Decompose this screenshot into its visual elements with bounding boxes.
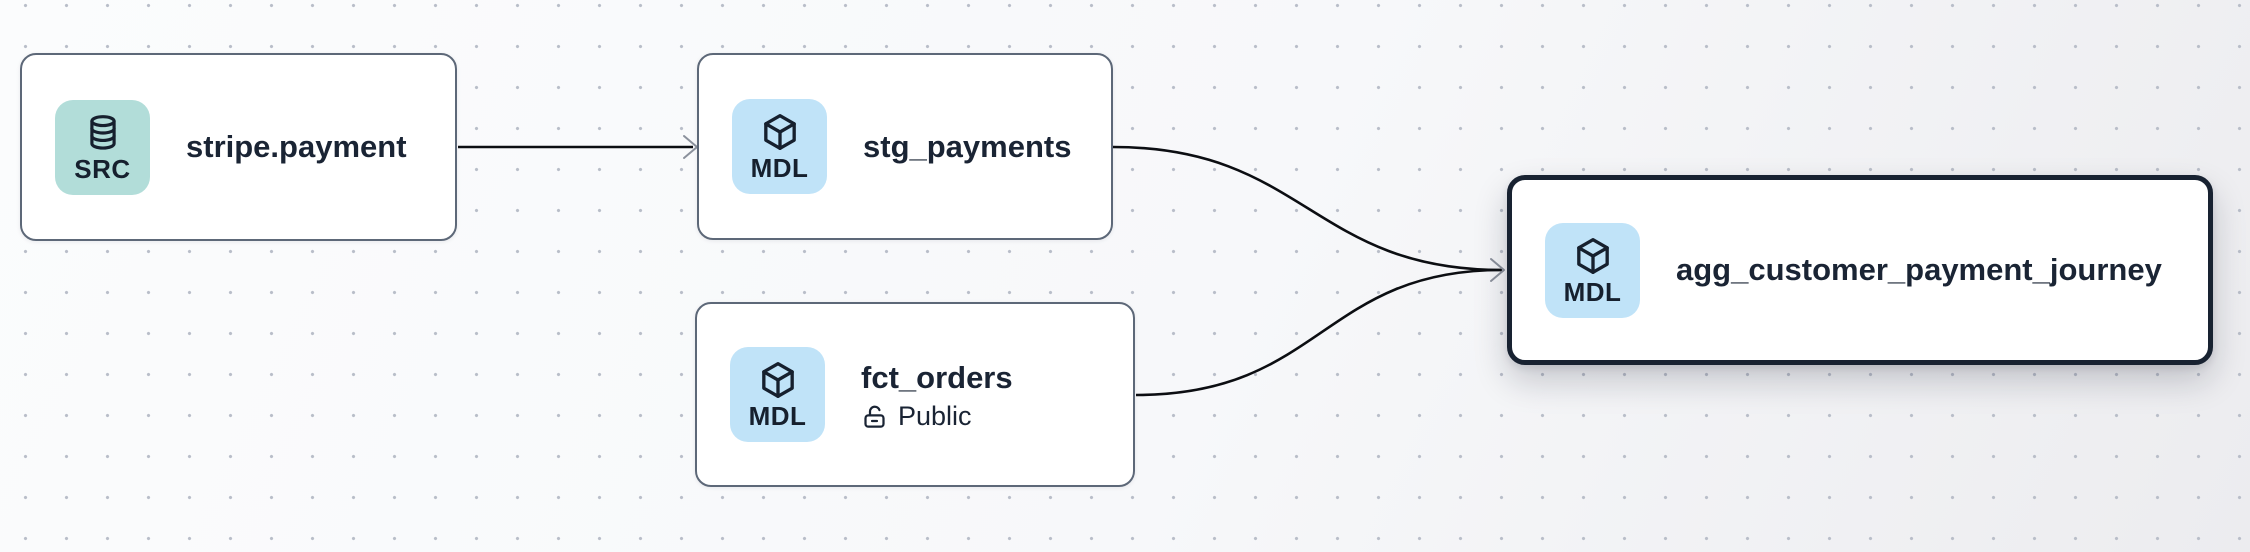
cube-icon bbox=[763, 114, 796, 150]
cube-icon bbox=[1576, 237, 1609, 274]
node-label: agg_customer_payment_journey bbox=[1676, 252, 2162, 287]
access-badge: Public bbox=[861, 400, 1013, 431]
node-label: fct_orders bbox=[861, 359, 1013, 395]
badge-label: SRC bbox=[74, 153, 131, 184]
edge-fct-orders-to-agg-customer-payment-journey[interactable] bbox=[1135, 268, 1503, 397]
badge-label: MDL bbox=[750, 153, 809, 183]
node-label: stripe.payment bbox=[186, 129, 407, 164]
badge-label: MDL bbox=[748, 401, 807, 431]
model-badge: MDL bbox=[730, 347, 825, 442]
edge-stg-payments-to-agg-customer-payment-journey[interactable] bbox=[1112, 145, 1503, 272]
cube-icon bbox=[761, 362, 794, 398]
node-label: stg_payments bbox=[863, 128, 1072, 164]
badge-label: MDL bbox=[1563, 276, 1622, 307]
lineage-node-agg-customer-payment-journey[interactable]: MDL agg_customer_payment_journey bbox=[1507, 175, 2213, 365]
model-badge: MDL bbox=[1545, 222, 1640, 318]
edge-arrowhead-icon bbox=[1490, 258, 1505, 282]
source-badge: SRC bbox=[55, 99, 150, 195]
lineage-node-stripe-payment[interactable]: SRC stripe.payment bbox=[20, 53, 457, 241]
lock-open-icon bbox=[864, 405, 885, 428]
model-badge: MDL bbox=[732, 99, 827, 194]
lineage-node-stg-payments[interactable]: MDL stg_payments bbox=[697, 53, 1113, 240]
lineage-node-fct-orders[interactable]: MDL fct_orders Public bbox=[695, 302, 1135, 487]
database-icon bbox=[89, 114, 116, 150]
access-label: Public bbox=[898, 400, 972, 431]
